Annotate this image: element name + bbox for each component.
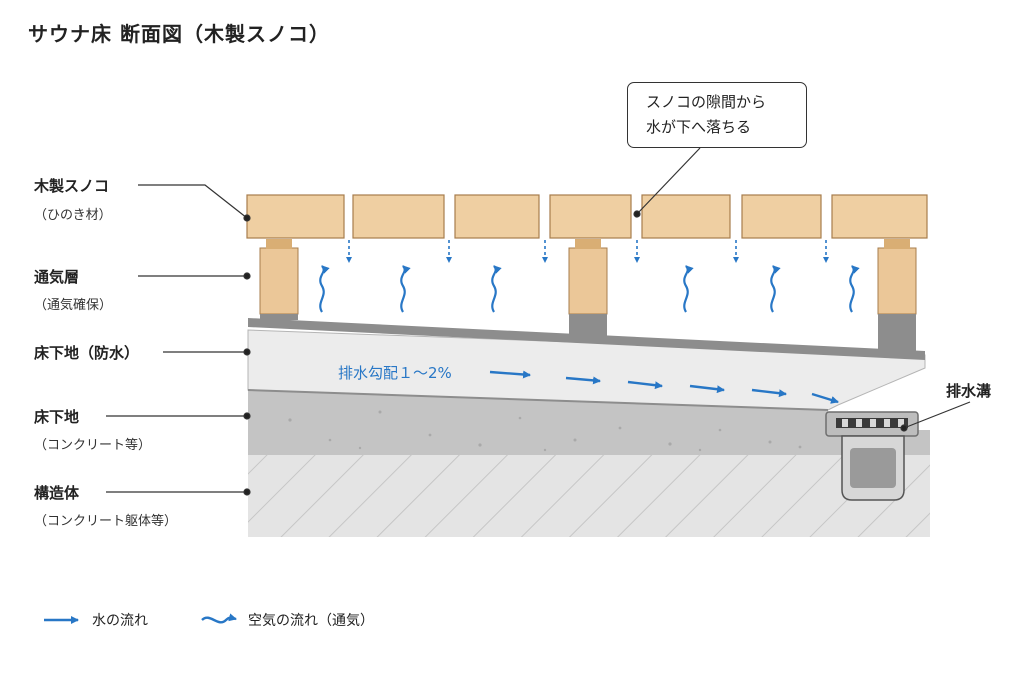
airflow-arrows [319, 265, 860, 313]
drain-label: 排水溝 [946, 382, 992, 400]
callout-line-1: スノコの隙間から [646, 93, 767, 111]
label-subfloor: 床下地 [34, 408, 80, 426]
label-waterproof: 床下地（防水） [34, 344, 140, 362]
leader-lines [106, 147, 971, 496]
slope-flow-arrows [489, 370, 839, 404]
gap-callout: スノコの隙間から 水が下へ落ちる [627, 82, 807, 148]
legend-air-label: 空気の流れ（通気） [248, 613, 374, 629]
page-title: サウナ床 断面図（木製スノコ） [28, 22, 330, 46]
label-sunoko: 木製スノコ [34, 177, 110, 195]
callout-line-2: 水が下へ落ちる [646, 118, 752, 136]
water-drop-arrows [346, 240, 829, 263]
waterproof-membrane [248, 318, 925, 360]
drain-trench [825, 411, 919, 501]
legend-air-arrow [201, 613, 237, 624]
support-posts [259, 239, 917, 352]
wooden-slats [246, 194, 928, 239]
structure-layer [248, 455, 930, 537]
slope-label: 排水勾配１～2% [338, 364, 452, 382]
label-air-layer: 通気層 [34, 268, 80, 286]
label-sunoko-sub: （ひのき材） [34, 208, 112, 223]
legend-water-label: 水の流れ [92, 613, 148, 629]
concrete-speckles [288, 410, 802, 452]
label-subfloor-sub: （コンクリート等） [34, 438, 152, 453]
label-structure: 構造体 [34, 484, 80, 502]
label-air-layer-sub: （通気確保） [34, 298, 113, 313]
label-structure-sub: （コンクリート躯体等） [34, 514, 178, 529]
subfloor-layer [248, 390, 930, 455]
